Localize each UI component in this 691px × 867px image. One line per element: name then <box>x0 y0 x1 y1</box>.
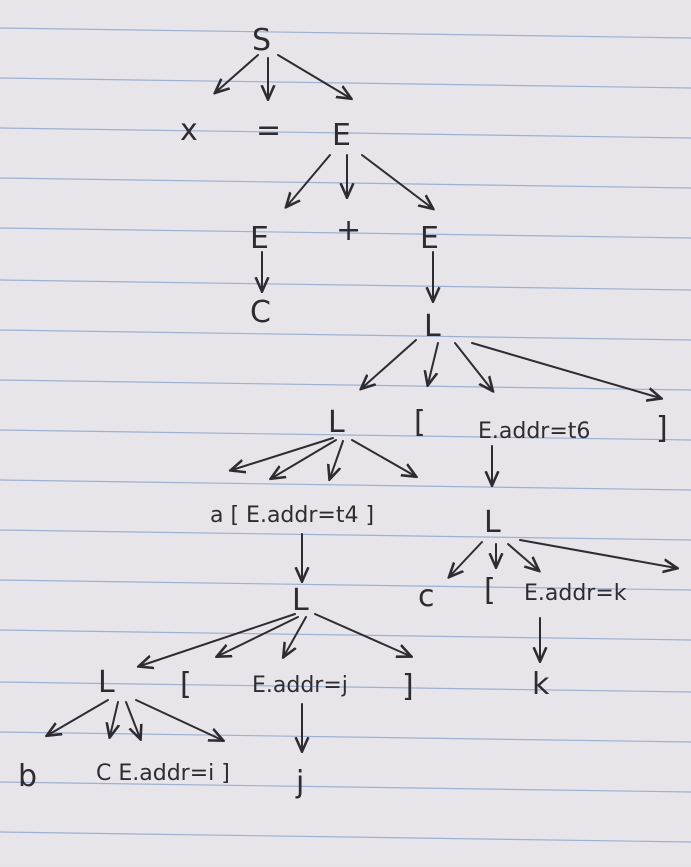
node-rb3: ] <box>402 669 414 704</box>
edge-l3-rb3 <box>314 613 410 656</box>
edge-e-eright <box>361 154 432 208</box>
edge-l5-e-i <box>125 701 140 738</box>
edge-l5-rb4 <box>135 699 222 740</box>
node-lb1: [ <box>414 405 426 440</box>
edge-l4-rb <box>519 539 676 568</box>
tree-nodes: S x = E E + E C L L [ E.addr=t6 ] a [ E.… <box>18 23 668 800</box>
node-e-top: E <box>332 118 351 153</box>
node-lb2: [ <box>484 573 496 608</box>
node-b: b <box>18 759 37 794</box>
node-j: j <box>295 765 304 800</box>
node-plus: + <box>336 213 361 248</box>
edge-l3-e-j <box>284 616 307 656</box>
edge-l3-l5 <box>140 613 296 666</box>
node-k: k <box>532 667 550 702</box>
node-l5: L <box>98 665 115 700</box>
node-e-t6: E.addr=t6 <box>478 419 590 444</box>
node-c: C <box>250 295 271 330</box>
edge-l3-lb3 <box>218 616 299 656</box>
edge-l2-lb <box>272 439 337 478</box>
edge-l1-e-t6 <box>454 342 492 390</box>
node-e-right: E <box>420 221 439 256</box>
edge-l2-e-t4 <box>330 440 344 478</box>
edge-l5-b <box>48 699 109 735</box>
node-s: S <box>252 23 271 58</box>
edge-l1-l2 <box>362 339 417 388</box>
edge-l2-a <box>232 437 334 470</box>
node-l2: L <box>328 405 345 440</box>
node-e-k: E.addr=k <box>524 581 627 606</box>
ruled-lines <box>0 27 691 843</box>
edge-s-e <box>277 54 350 98</box>
node-l3: L <box>292 583 309 618</box>
node-eq: = <box>256 113 281 148</box>
node-b-expr: C E.addr=i ] <box>96 761 230 786</box>
edge-l4-c <box>450 541 483 576</box>
node-l4: L <box>484 505 501 540</box>
tree-edges <box>48 54 676 750</box>
node-c2: c <box>418 579 435 614</box>
edge-e-eleft <box>287 154 331 206</box>
edge-l4-e-k <box>507 543 538 570</box>
node-a-expr: a [ E.addr=t4 ] <box>210 503 374 528</box>
node-e-left: E <box>250 221 269 256</box>
edge-l2-rb <box>351 439 415 476</box>
node-rb1: ] <box>656 411 668 446</box>
node-e-j: E.addr=j <box>252 673 348 698</box>
edge-s-x <box>216 54 259 92</box>
edge-l5-lb4 <box>110 701 118 736</box>
edge-l1-lb1 <box>428 342 439 384</box>
edge-l1-rb1 <box>471 342 660 398</box>
node-l1: L <box>424 309 441 344</box>
node-x: x <box>180 113 198 148</box>
node-lb3: [ <box>180 667 192 702</box>
